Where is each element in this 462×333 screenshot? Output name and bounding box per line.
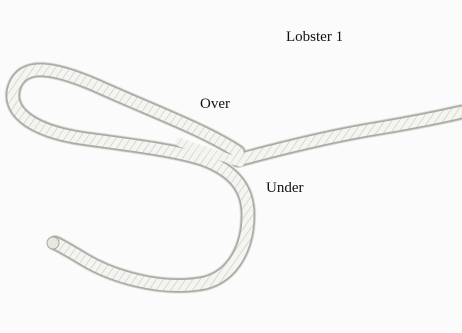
photo-title: Lobster 1 xyxy=(286,30,343,45)
under-label: Under xyxy=(266,181,304,196)
over-label: Over xyxy=(200,97,230,112)
